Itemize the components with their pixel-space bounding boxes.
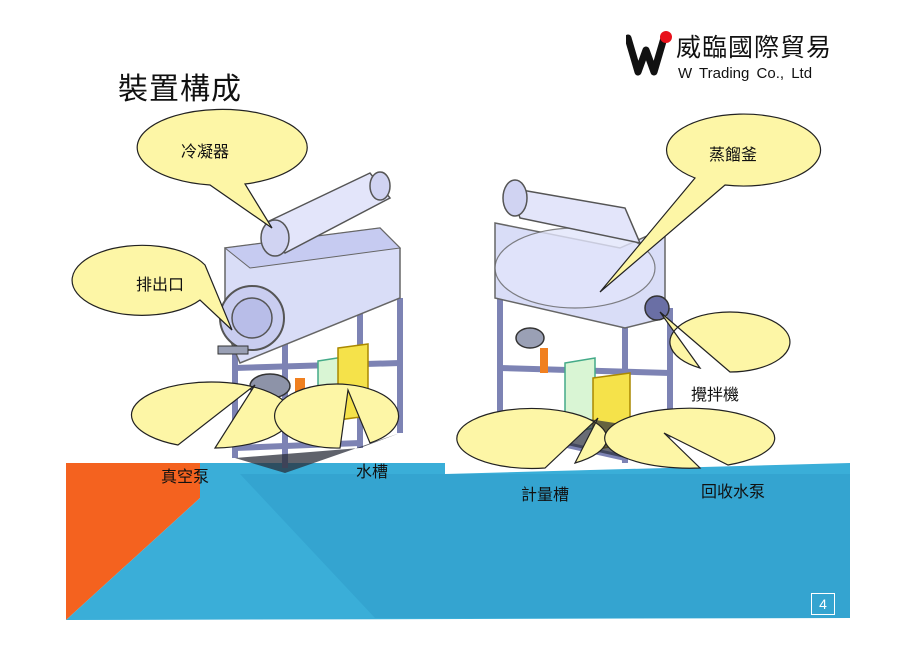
company-logo-icon [626, 31, 672, 76]
company-name-en: W Trading Co., Ltd [678, 65, 813, 82]
company-name-cn: 威臨國際貿易 [676, 33, 833, 62]
callout-vacuum-pump: 真空泵 [160, 467, 210, 486]
callout-agitator: 攪拌機 [690, 385, 740, 404]
callout-metering-tank: 計量槽 [520, 485, 570, 504]
callout-condenser: 冷凝器 [180, 142, 230, 161]
callout-distiller: 蒸餾釜 [708, 145, 758, 164]
page-number: 4 [811, 593, 835, 615]
slide-title: 裝置構成 [118, 72, 242, 107]
callout-outlet: 排出口 [135, 275, 185, 294]
callout-water-tank: 水槽 [355, 462, 389, 481]
callout-recovery-pump: 回收水泵 [700, 482, 766, 501]
